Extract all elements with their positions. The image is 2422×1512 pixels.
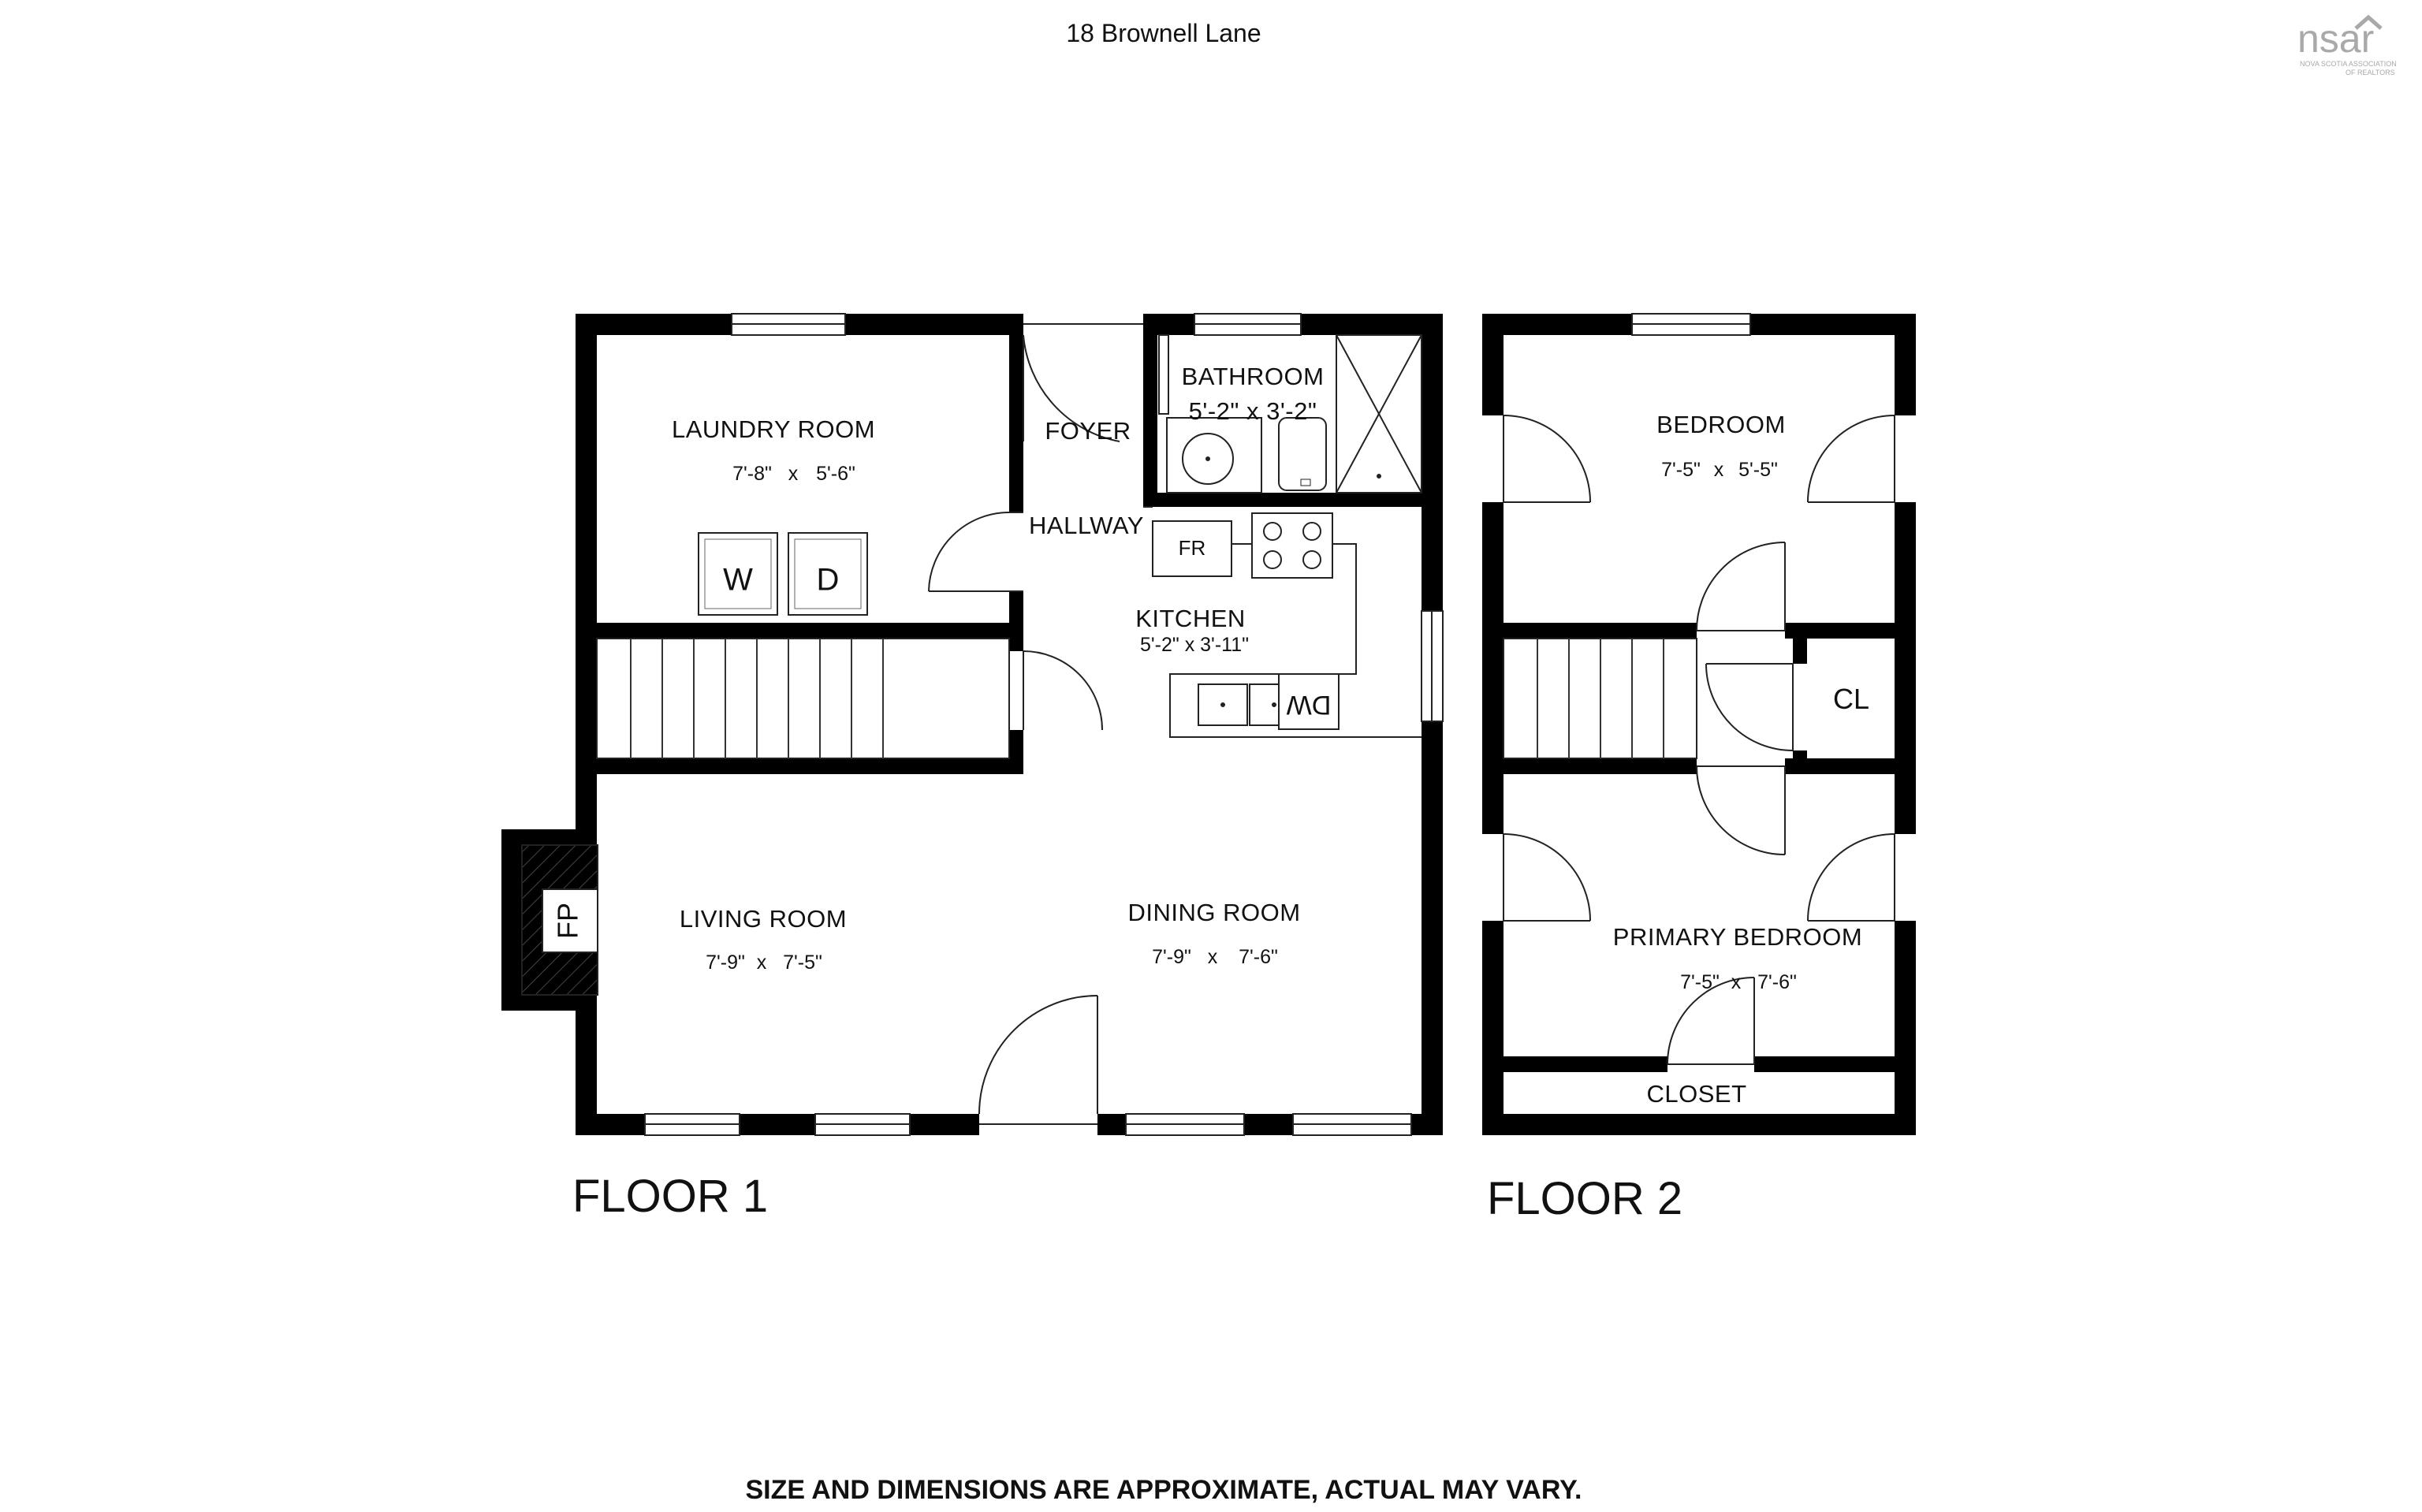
- closet-door-swing: [1667, 977, 1755, 1065]
- primary-closet-door-swing: [1807, 833, 1895, 922]
- bathroom-dimensions: 5'-2" x 3'-2": [1189, 397, 1317, 425]
- wall: [576, 314, 597, 1135]
- hall-primary-door-swing: [1696, 765, 1786, 855]
- bedroom-label: BEDROOM: [1656, 411, 1786, 438]
- fireplace-box: [542, 888, 598, 953]
- wall: [587, 623, 1020, 639]
- svg-text:OF REALTORS: OF REALTORS: [2346, 69, 2395, 76]
- svg-text:D: D: [817, 563, 840, 598]
- svg-text:5'-5": 5'-5": [1738, 459, 1778, 481]
- washer: W: [698, 532, 778, 616]
- living-room-dimensions: 7'-9" x 7'-5": [706, 952, 822, 974]
- floor-2-label: FLOOR 2: [1487, 1173, 1682, 1224]
- kitchen-counter: [1143, 506, 1422, 738]
- wall: [587, 758, 1020, 774]
- dining-room-label: DINING ROOM: [1127, 899, 1300, 926]
- fridge: FR: [1152, 520, 1232, 577]
- wall: [1143, 493, 1443, 507]
- laundry-door-swing: [928, 512, 1010, 592]
- fireplace-label: FP: [552, 903, 584, 939]
- bathroom-vanity: [1158, 334, 1262, 493]
- svg-text:x: x: [757, 952, 767, 974]
- svg-text:7'-6": 7'-6": [1757, 971, 1797, 993]
- dishwasher: DW: [1278, 673, 1340, 730]
- bedroom-dimensions: 7'-5" x 5'-5": [1661, 459, 1778, 481]
- hall-bedroom-door-swing: [1696, 542, 1786, 631]
- front-door-swing: [978, 995, 1098, 1115]
- laundry-room-dimensions: 7'-8" x 5'-6": [732, 463, 855, 485]
- svg-text:7'-9": 7'-9": [706, 952, 745, 974]
- bathroom-label: BATHROOM: [1182, 363, 1325, 390]
- foyer-label: FOYER: [1045, 417, 1131, 445]
- primary-bedroom-label: PRIMARY BEDROOM: [1613, 923, 1862, 951]
- svg-text:x: x: [1731, 971, 1742, 993]
- nsar-logo: nsar NOVA SCOTIA ASSOCIATION OF REALTORS: [2297, 14, 2397, 76]
- address-title: 18 Brownell Lane: [1066, 19, 1261, 47]
- bedroom-closet-door-swing: [1807, 415, 1895, 503]
- laundry-room-label: LAUNDRY ROOM: [672, 415, 875, 443]
- closet-label: CLOSET: [1646, 1080, 1746, 1108]
- svg-text:x: x: [1208, 946, 1218, 968]
- stairs-floor-1: [596, 638, 1010, 759]
- stair-door-swing: [1023, 650, 1103, 731]
- svg-text:5'-6": 5'-6": [816, 463, 855, 485]
- dryer: D: [788, 532, 868, 616]
- entry-door-swing: [1023, 334, 1120, 442]
- svg-text:7'-6": 7'-6": [1239, 946, 1278, 968]
- svg-text:7'-9": 7'-9": [1152, 946, 1191, 968]
- kitchen-label: KITCHEN: [1135, 605, 1246, 632]
- disclaimer: SIZE AND DIMENSIONS ARE APPROXIMATE, ACT…: [745, 1475, 1582, 1505]
- svg-text:FR: FR: [1179, 536, 1206, 560]
- svg-text:7'-5": 7'-5": [1680, 971, 1720, 993]
- wall: [1422, 314, 1443, 1135]
- svg-text:7'-5": 7'-5": [783, 952, 822, 974]
- stairs-floor-2: [1503, 638, 1697, 759]
- toilet: [1278, 417, 1327, 491]
- dining-room-dimensions: 7'-9" x 7'-6": [1152, 946, 1278, 968]
- primary-door-swing: [1503, 833, 1591, 922]
- svg-text:DW: DW: [1287, 690, 1332, 720]
- bedroom-door-swing: [1503, 415, 1591, 503]
- hallway-label: HALLWAY: [1029, 512, 1144, 539]
- wall: [1143, 314, 1157, 503]
- floor-1-label: FLOOR 1: [572, 1171, 768, 1222]
- svg-text:x: x: [1714, 459, 1724, 481]
- kitchen-dimensions: 5'-2" x 3'-11": [1140, 634, 1249, 656]
- bathroom-door-panel: [1158, 334, 1169, 415]
- svg-text:7'-8": 7'-8": [732, 463, 772, 485]
- svg-text:W: W: [723, 563, 753, 598]
- floor-2-plan: BEDROOM 7'-5" x 5'-5" CL PRIMARY BEDROOM…: [1482, 313, 1916, 1135]
- svg-text:x: x: [788, 463, 799, 485]
- stove: [1251, 512, 1333, 579]
- shower: [1336, 334, 1422, 493]
- living-room-label: LIVING ROOM: [680, 905, 847, 933]
- primary-bedroom-dimensions: 7'-5" x 7'-6": [1680, 971, 1797, 993]
- cl-door-swing: [1705, 663, 1794, 751]
- cl-label: CL: [1833, 683, 1869, 715]
- svg-text:7'-5": 7'-5": [1661, 459, 1701, 481]
- wall: [1482, 1114, 1916, 1135]
- floor-1-plan: FP: [501, 313, 1444, 1136]
- svg-text:NOVA SCOTIA ASSOCIATION: NOVA SCOTIA ASSOCIATION: [2300, 60, 2397, 68]
